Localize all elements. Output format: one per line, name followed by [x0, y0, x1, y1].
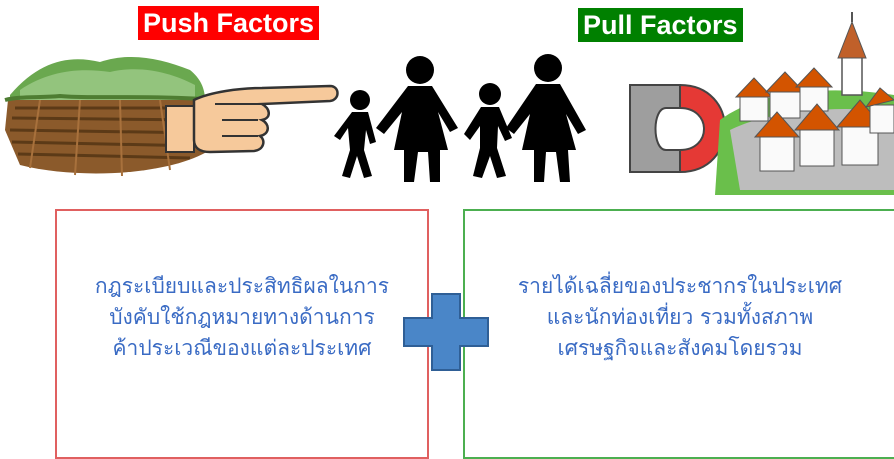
pull-factors-text: รายได้เฉลี่ยของประชากรในประเทศ และนักท่อ… — [508, 271, 852, 364]
pull-text-line: รายได้เฉลี่ยของประชากรในประเทศ — [517, 273, 843, 298]
push-factors-box: กฎระเบียบและประสิทธิผลในการ บังคับใช้กฎห… — [55, 209, 429, 459]
push-text-line: กฎระเบียบและประสิทธิผลในการ — [94, 273, 390, 298]
village-illustration — [715, 12, 894, 195]
pull-factors-box: รายได้เฉลี่ยของประชากรในประเทศ และนักท่อ… — [463, 209, 894, 459]
pull-text-line: เศรษฐกิจและสังคมโดยรวม — [557, 335, 803, 360]
plus-icon — [403, 293, 489, 371]
push-factors-text: กฎระเบียบและประสิทธิผลในการ บังคับใช้กฎห… — [85, 271, 399, 364]
pointing-hand-icon — [165, 84, 339, 154]
pull-factors-title: Pull Factors — [578, 8, 743, 42]
push-text-line: ค้าประเวณีของแต่ละประเทศ — [112, 335, 372, 360]
magnet-icon — [629, 83, 726, 174]
pull-text-line: และนักท่องเที่ยว รวมทั้งสภาพ — [546, 304, 814, 329]
walking-family-silhouette — [334, 54, 586, 182]
push-text-line: บังคับใช้กฎหมายทางด้านการ — [109, 304, 375, 329]
illustration-strip — [4, 12, 894, 195]
push-factors-title: Push Factors — [138, 6, 320, 40]
farmland-illustration — [4, 56, 210, 177]
